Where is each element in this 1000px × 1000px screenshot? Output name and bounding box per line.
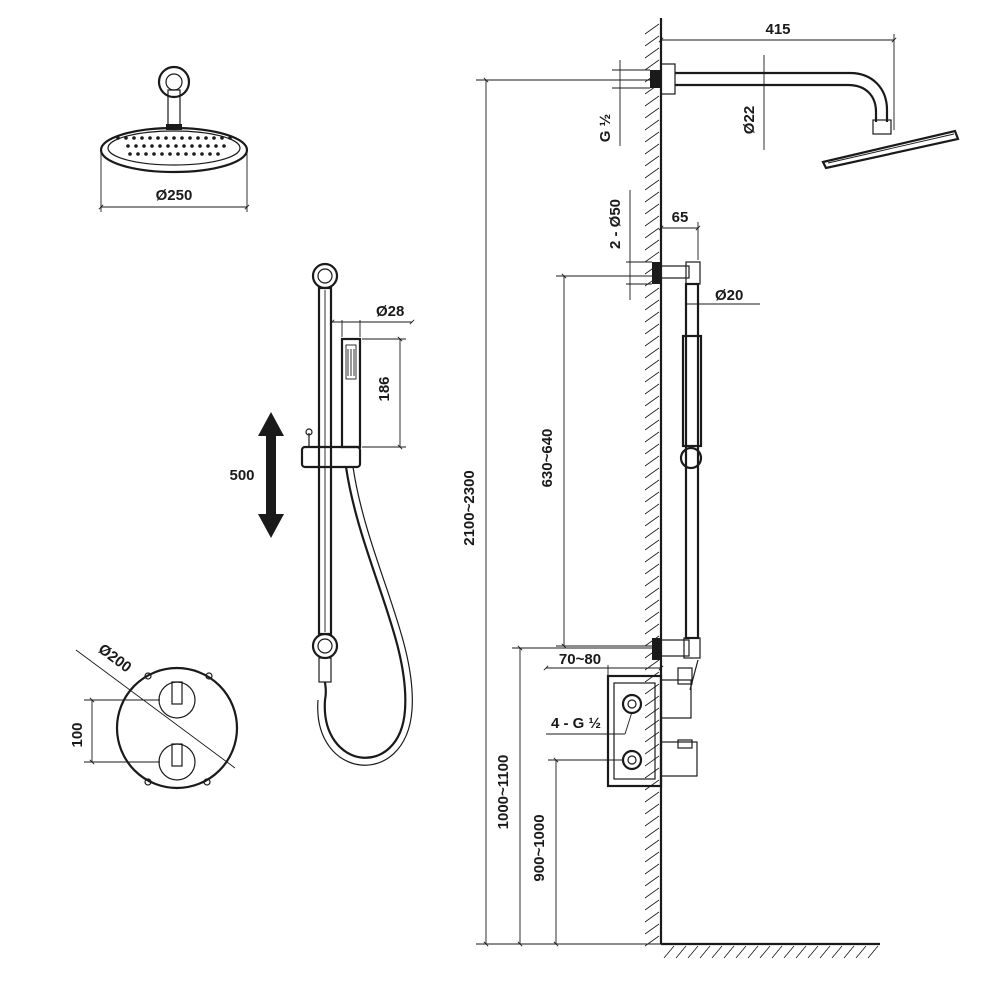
slide-travel-label: 500: [229, 467, 254, 484]
box-outlets-label: 4 - G ½: [551, 715, 601, 732]
height-dimensions: 2100~2300 1000~1100 900~1000: [461, 77, 661, 947]
bracket-diameter-label: 2 - Ø50: [607, 199, 624, 249]
slide-rail-assembly: Ø28 186 500: [229, 262, 415, 766]
box-depth-label: 70~80: [559, 651, 601, 668]
shower-arm-side-view: 415 G ½ Ø22: [597, 21, 960, 170]
bracket-offset-label: 65: [672, 209, 689, 226]
valve-height-label: 1000~1100: [495, 755, 512, 830]
handshower-length-label: 186: [376, 376, 393, 401]
rail-length-label: 630~640: [539, 429, 556, 488]
wall-plate-front-view: Ø200 100: [69, 641, 239, 790]
arm-thread-label: G ½: [597, 114, 614, 142]
handshower-diameter-label: Ø28: [376, 303, 404, 320]
handle-spacing-label: 100: [69, 722, 86, 747]
concealed-valve-box: 70~80 4 - G ½: [543, 651, 699, 788]
inlet-height-label: 900~1000: [531, 814, 548, 881]
rail-diameter-label: Ø20: [715, 287, 743, 304]
rail-side-view: 2 - Ø50 65 Ø20 630~640: [539, 190, 760, 660]
head-diameter-label: Ø250: [156, 187, 193, 204]
double-arrow-icon: [258, 412, 284, 538]
arm-length-label: 415: [765, 21, 790, 38]
shower-head-top-view: Ø250: [98, 65, 250, 212]
arm-diameter-label: Ø22: [741, 106, 758, 134]
total-height-label: 2100~2300: [461, 470, 478, 546]
nozzle-pattern: [116, 136, 232, 156]
plate-diameter-label: Ø200: [95, 641, 135, 677]
